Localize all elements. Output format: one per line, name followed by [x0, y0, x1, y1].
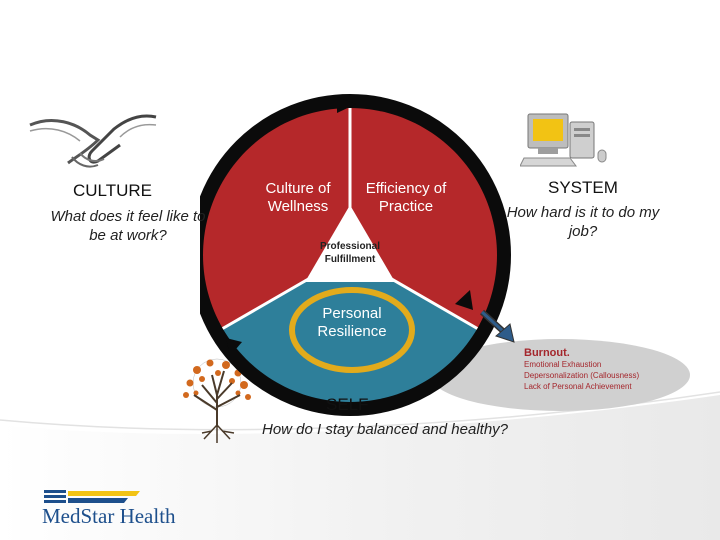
medstar-logo: MedStar Health — [40, 488, 190, 528]
segment-resilience — [222, 255, 478, 402]
culture-question: What does it feel like to be at work? — [50, 208, 206, 244]
system-title: SYSTEM — [548, 178, 618, 197]
segment-culture-label: Culture of Wellness — [265, 180, 331, 215]
wheel-diagram — [200, 94, 511, 416]
center-triangle — [305, 205, 395, 282]
burnout-arrow — [479, 309, 515, 343]
segment-efficiency-label: Efficiency of Practice — [365, 180, 447, 215]
self-title: SELF — [326, 395, 369, 414]
ring-arrow-right — [455, 290, 473, 310]
center-label: Professional Fulfillment — [319, 241, 381, 265]
culture-title: CULTURE — [73, 181, 153, 200]
burnout-box: Burnout. Emotional Exhaustion Depersonal… — [524, 347, 684, 392]
logo-mark-icon — [44, 490, 140, 503]
system-question: How hard is it to do my job? — [506, 204, 660, 240]
burnout-item-exhaustion: Emotional Exhaustion — [524, 360, 602, 369]
logo-name: MedStar Health — [42, 504, 176, 528]
resilience-ellipse — [289, 287, 415, 373]
ring-arrow-top — [337, 97, 356, 113]
burnout-item-achievement: Lack of Personal Achievement — [524, 382, 632, 391]
burnout-title: Burnout. — [524, 347, 570, 359]
ring-arrow-left — [226, 338, 242, 356]
segment-resilience-label: Personal Resilience — [317, 305, 387, 340]
computer-icon — [520, 113, 607, 167]
burnout-item-depersonalization: Depersonalization (Callousness) — [524, 371, 640, 380]
handshake-icon — [29, 114, 157, 168]
burnout-ellipse — [430, 339, 690, 411]
self-question: How do I stay balanced and healthy? — [262, 421, 508, 438]
tree-icon — [183, 358, 251, 443]
